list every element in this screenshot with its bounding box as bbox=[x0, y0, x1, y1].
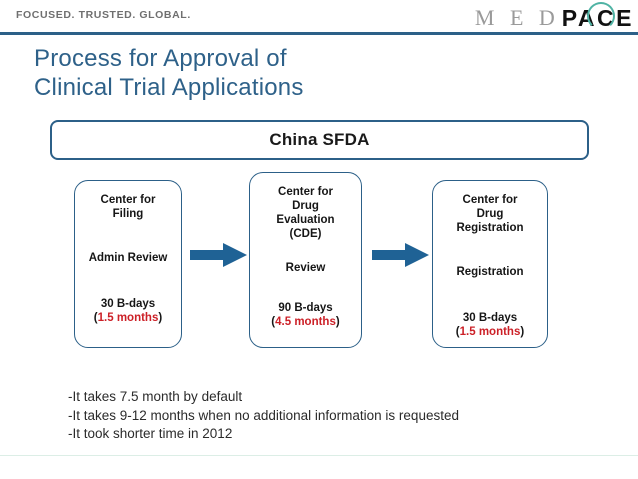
page-title: Process for Approval of Clinical Trial A… bbox=[34, 44, 594, 102]
process-step-center-for-filing: Center for Filing Admin Review 30 B-days… bbox=[74, 180, 182, 348]
process-step-1-months-value: 1.5 months bbox=[97, 312, 159, 324]
note-line-2: -It takes 9-12 months when no additional… bbox=[68, 407, 459, 423]
process-step-2-action: Review bbox=[285, 262, 326, 274]
process-step-1-paren-open: ( bbox=[93, 312, 98, 324]
process-step-1-paren-close: ) bbox=[158, 312, 163, 324]
process-step-3-days: 30 B-days bbox=[462, 312, 518, 324]
page-title-line-1: Process for Approval of bbox=[34, 45, 287, 72]
brand-tagline: FOCUSED. TRUSTED. GLOBAL. bbox=[16, 9, 191, 21]
logo-med-text: M E D bbox=[474, 5, 560, 30]
process-step-2-title-line-1: Center for bbox=[278, 186, 333, 198]
process-step-1-days: 30 B-days bbox=[100, 298, 156, 310]
note-line-3: -It took shorter time in 2012 bbox=[68, 426, 233, 441]
flow-arrow-2-icon bbox=[372, 243, 429, 267]
process-step-3-paren-open: ( bbox=[455, 326, 460, 338]
note-line-1: -It takes 7.5 month by default bbox=[68, 389, 243, 404]
process-step-2-months-value: 4.5 months bbox=[275, 316, 336, 328]
process-step-3-title-line-3: Registration bbox=[456, 222, 524, 234]
logo-pace-text: PACE bbox=[561, 4, 634, 31]
slide-header: FOCUSED. TRUSTED. GLOBAL. M E D PACE bbox=[0, 0, 638, 34]
process-step-1-title: Center for Filing bbox=[97, 193, 160, 221]
process-step-2-title-line-3: Evaluation bbox=[276, 214, 335, 226]
footer-divider bbox=[0, 455, 638, 456]
process-step-1-action: Admin Review bbox=[88, 252, 168, 264]
page-title-line-2: Clinical Trial Applications bbox=[34, 74, 304, 101]
process-step-3-action: Registration bbox=[456, 266, 524, 278]
process-step-1-title-line-1: Center for bbox=[100, 194, 156, 206]
process-step-1-title-line-2: Filing bbox=[112, 208, 144, 220]
process-step-3-title-line-2: Drug bbox=[476, 208, 504, 220]
medpace-logo: M E D PACE bbox=[474, 1, 634, 32]
process-step-1-months: (1.5 months) bbox=[94, 311, 162, 325]
china-sfda-label: China SFDA bbox=[269, 130, 370, 149]
process-step-3-paren-close: ) bbox=[520, 326, 525, 338]
process-step-2-paren-open: ( bbox=[271, 316, 276, 328]
china-sfda-banner: China SFDA bbox=[50, 120, 589, 160]
process-step-center-for-drug-evaluation: Center for Drug Evaluation (CDE) Review … bbox=[249, 172, 362, 348]
flow-arrow-1-icon bbox=[190, 243, 247, 267]
process-step-2-title-line-2: Drug bbox=[292, 200, 319, 212]
process-step-center-for-drug-registration: Center for Drug Registration Registratio… bbox=[432, 180, 548, 348]
process-step-2-days: 90 B-days bbox=[278, 302, 333, 314]
process-step-2-months: (4.5 months) bbox=[271, 315, 339, 329]
process-step-2-title: Center for Drug Evaluation (CDE) bbox=[272, 185, 338, 241]
process-step-2-title-line-4: (CDE) bbox=[289, 228, 322, 240]
logo-pace-wrap: PACE bbox=[561, 1, 634, 32]
process-step-2-paren-close: ) bbox=[335, 316, 340, 328]
header-divider bbox=[0, 32, 638, 35]
process-step-3-months-value: 1.5 months bbox=[459, 326, 521, 338]
process-step-3-title-line-1: Center for bbox=[462, 194, 518, 206]
notes-block: -It takes 7.5 month by default -It takes… bbox=[68, 388, 608, 444]
process-step-3-months: (1.5 months) bbox=[456, 325, 524, 339]
process-step-3-title: Center for Drug Registration bbox=[452, 193, 527, 235]
